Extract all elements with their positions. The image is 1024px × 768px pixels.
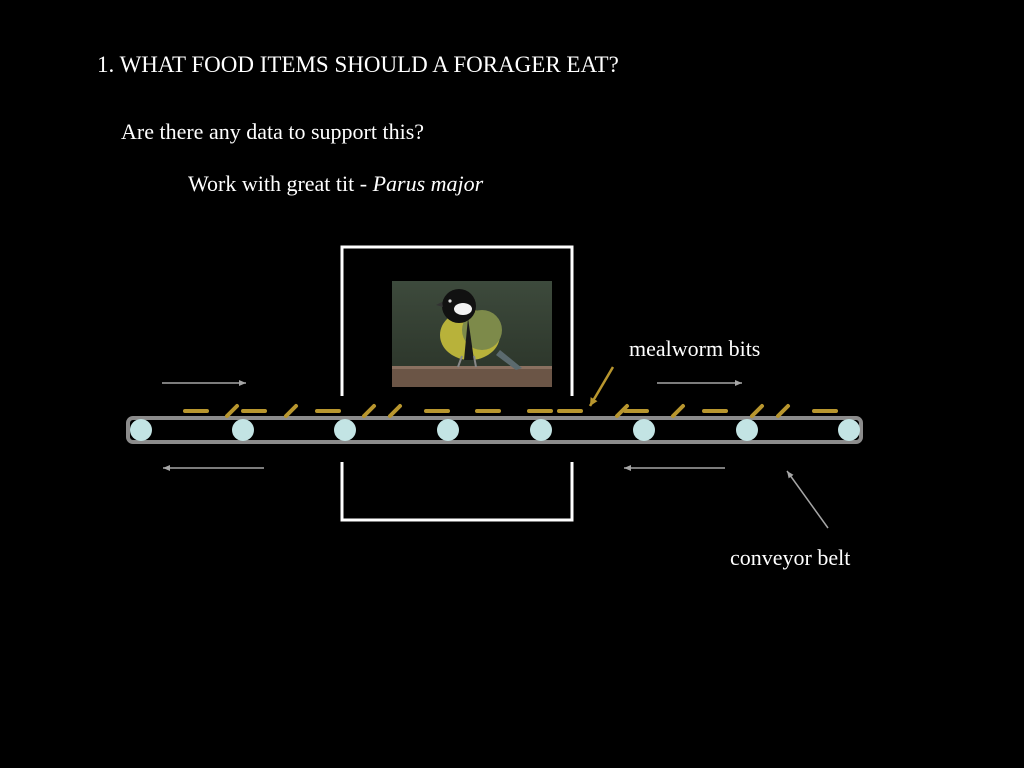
mealworm-bit — [284, 404, 298, 418]
belt-roller — [130, 419, 152, 441]
belt-roller — [633, 419, 655, 441]
mealworm-bit — [225, 404, 239, 418]
mealworm-bit — [776, 404, 790, 418]
mealworm-pointer-arrow — [588, 366, 615, 407]
slide-question: Are there any data to support this? — [121, 119, 425, 144]
mealworm-bit — [615, 404, 629, 418]
belt-direction-arrows — [162, 380, 742, 471]
belt-roller — [232, 419, 254, 441]
feeding-box — [340, 245, 574, 522]
mealworm-label: mealworm bits — [629, 336, 761, 361]
belt-roller — [736, 419, 758, 441]
mealworm-bit — [362, 404, 376, 418]
conveyor-belt — [126, 416, 863, 444]
feeding-box-bottom — [340, 462, 574, 522]
feeding-box-top — [340, 245, 574, 396]
mealworm-bit — [388, 404, 402, 418]
conveyor-label: conveyor belt — [730, 545, 851, 570]
work-line: Work with great tit - Parus major — [188, 173, 483, 195]
belt-rollers — [130, 419, 860, 441]
species-name: Parus major — [372, 171, 484, 196]
work-line-prefix: Work with great tit - — [188, 171, 373, 196]
mealworm-bit — [671, 404, 685, 418]
great-tit-photo — [392, 281, 552, 387]
mealworm-bits — [183, 404, 838, 418]
belt-roller — [334, 419, 356, 441]
belt-roller — [530, 419, 552, 441]
conveyor-pointer-arrow — [786, 470, 829, 529]
belt-roller — [838, 419, 860, 441]
belt-roller — [437, 419, 459, 441]
mealworm-bit — [750, 404, 764, 418]
slide-heading: 1. WHAT FOOD ITEMS SHOULD A FORAGER EAT? — [97, 52, 619, 77]
